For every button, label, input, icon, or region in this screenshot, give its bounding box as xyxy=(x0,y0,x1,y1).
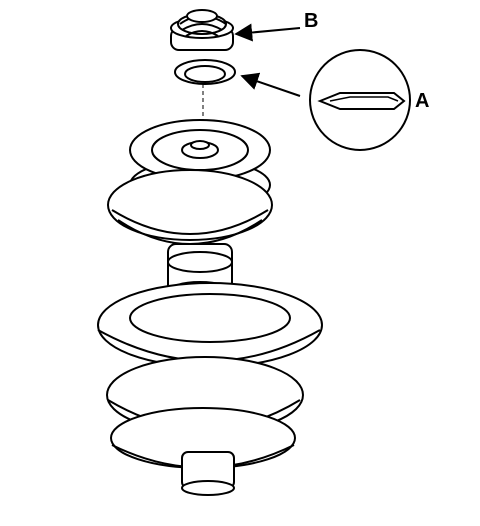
upper-gear-icon xyxy=(107,169,273,245)
washer-icon xyxy=(174,59,236,85)
label-b: B xyxy=(304,10,318,32)
callout-arrow-a xyxy=(240,72,301,97)
callout-arrow-b xyxy=(234,23,301,42)
label-a: A xyxy=(415,90,429,112)
locknut-icon xyxy=(170,9,234,51)
lower-gear-stack-icon xyxy=(97,282,323,469)
bottom-shaft-icon xyxy=(181,451,235,496)
washer-bevel-line xyxy=(329,96,399,102)
washer-detail-callout xyxy=(309,49,411,151)
